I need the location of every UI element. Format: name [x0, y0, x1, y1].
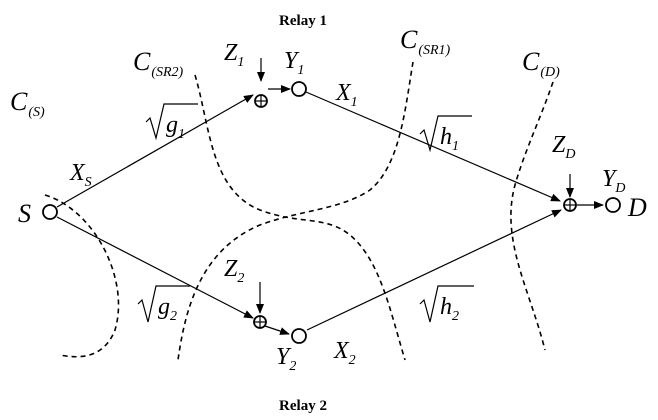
svg-text:g2: g2 [158, 294, 177, 324]
svg-text:g1: g1 [166, 112, 185, 142]
destination-output-node [605, 197, 621, 213]
label-z1: Z1 [224, 40, 244, 70]
svg-text:h1: h1 [440, 124, 459, 154]
label-xs: XS [69, 160, 92, 190]
label-x1: X1 [335, 80, 358, 110]
source-label: S [18, 199, 31, 228]
label-zd: ZD [552, 132, 575, 162]
gain-sqrt-g2: g2 [137, 285, 190, 324]
edge-z2-adder-to-y2 [264, 325, 290, 335]
cut-curve-d [510, 81, 554, 351]
edge-relay2-to-destination [306, 209, 562, 331]
relay1-output-node [291, 81, 307, 97]
relay-1-title: Relay 1 [279, 13, 327, 29]
adder-destination [563, 198, 577, 212]
label-yd: YD [602, 166, 625, 196]
edge-source-to-relay2 [56, 216, 254, 319]
cut-label-sr1: C(SR1) [400, 25, 451, 58]
cut-label-sr2: C(SR2) [133, 47, 184, 80]
cut-curve-sr1 [177, 61, 414, 361]
adder-relay1 [254, 94, 268, 108]
relay-2-title: Relay 2 [279, 398, 327, 414]
edge-relay1-to-destination [305, 91, 561, 202]
destination-label: D [627, 193, 647, 222]
label-z2: Z2 [224, 256, 244, 286]
relay2-output-node [291, 328, 307, 344]
cut-label-s: C(S) [10, 87, 45, 120]
svg-text:h2: h2 [440, 294, 459, 324]
source-node [42, 204, 58, 220]
label-y2: Y2 [276, 344, 296, 374]
gain-sqrt-h2: h2 [419, 285, 474, 324]
adder-relay2 [253, 315, 267, 329]
cut-curve-sr2 [194, 74, 406, 361]
cut-curve-s [44, 194, 120, 358]
label-x2: X2 [333, 338, 356, 368]
gain-sqrt-h1: h1 [419, 115, 472, 154]
edge-source-to-relay1 [56, 94, 254, 208]
label-y1: Y1 [284, 48, 304, 78]
gain-sqrt-g1: g1 [145, 103, 198, 142]
cut-label-d: C(D) [522, 47, 560, 80]
